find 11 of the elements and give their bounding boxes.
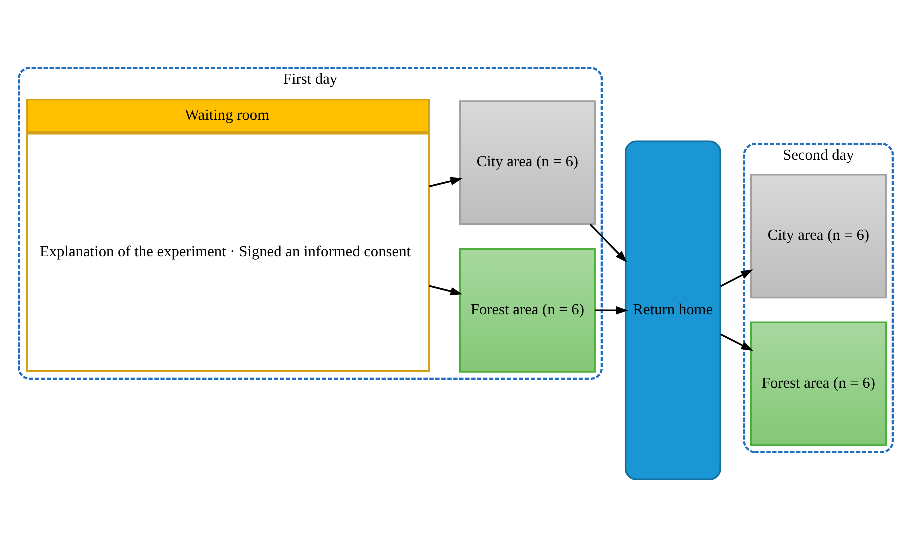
arrow [429, 285, 463, 296]
node-box: Forest area (n = 6) [459, 248, 596, 373]
node-box: Return home [624, 140, 722, 480]
node-box: City area (n = 6) [459, 100, 596, 226]
node-box: City area (n = 6) [750, 174, 887, 299]
arrow [590, 224, 628, 263]
arrow [720, 270, 754, 288]
arrow [720, 334, 754, 352]
arrow [595, 306, 628, 315]
node-box: Forest area (n = 6) [750, 322, 887, 446]
arrow [429, 177, 463, 188]
